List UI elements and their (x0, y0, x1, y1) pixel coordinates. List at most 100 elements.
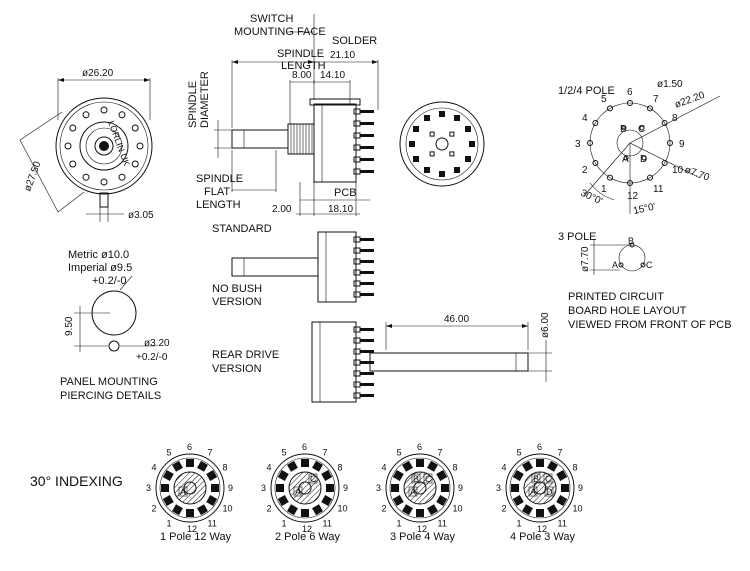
index-terminal (536, 459, 544, 467)
index-terminal (172, 504, 183, 516)
index-terminal (211, 484, 219, 492)
index-pin-number: 7 (438, 448, 443, 458)
index-pole-letter: B (413, 474, 419, 484)
rear-drive-view: 46.00 ø6.00 REAR DRIVE VERSION (212, 312, 552, 403)
index-pole-letter: C (545, 474, 552, 484)
index-caption: 2 Pole 6 Way (275, 531, 341, 543)
pcb-pin-number: 5 (601, 94, 607, 105)
index-pin-number: 10 (338, 504, 348, 514)
solder-tag (360, 339, 374, 342)
rear-terminal (469, 141, 475, 147)
label-pole124: 1/2/4 POLE (558, 85, 615, 97)
label-tol1: +0.2/-0 (92, 275, 127, 287)
rear-terminal (465, 156, 471, 162)
index-pin-number: 12 (302, 524, 312, 534)
solder-tag (360, 260, 374, 263)
index-pin-number: 1 (397, 519, 402, 529)
label-solder: SOLDER (332, 35, 377, 47)
front-terminal (69, 160, 77, 168)
index-pin-number: 3 (146, 483, 151, 493)
front-terminal (118, 111, 126, 119)
front-terminal (69, 124, 77, 132)
index-pin-number: 11 (558, 519, 567, 529)
rear-terminal (454, 115, 460, 121)
index-pole-letter: D (546, 487, 553, 497)
index-pin-number: 2 (502, 504, 507, 514)
label-standard: STANDARD (212, 223, 272, 235)
label-no-bush-2: VERSION (212, 296, 262, 308)
index-pole-letter: C (310, 474, 317, 484)
dim-14-10: 14.10 (320, 70, 345, 81)
index-pin-number: 4 (382, 463, 387, 473)
index-terminal (512, 470, 524, 481)
index-terminal (312, 460, 323, 472)
index-pin-number: 8 (223, 463, 228, 473)
index-pin-number: 6 (187, 442, 192, 452)
rear-terminal (439, 171, 445, 177)
index-terminal (172, 460, 183, 472)
rear-terminals (409, 111, 475, 177)
label-printed-2: BOARD HOLE LAYOUT (568, 305, 687, 317)
index-caption: 4 Pole 3 Way (510, 531, 576, 543)
index-terminal (301, 509, 309, 517)
front-outer-circle (55, 97, 153, 195)
front-terminal (118, 173, 126, 181)
dim-9-50: 9.50 (64, 316, 75, 336)
side-view-standard: SWITCH MOUNTING FACE SPINDLE LENGTH SOLD… (187, 13, 379, 235)
index-terminal (197, 460, 208, 472)
index-pin-number: 12 (417, 524, 427, 534)
index-pin-number: 11 (323, 519, 332, 529)
label-imperial: Imperial ø9.5 (68, 262, 132, 274)
pcb-hole (667, 140, 673, 146)
rear-center (435, 137, 449, 151)
index-terminal (436, 470, 448, 481)
index-pin-number: 6 (302, 442, 307, 452)
solder-tag (360, 383, 374, 386)
panel-locating-hole (108, 340, 120, 352)
solder-tag (360, 293, 374, 296)
index-pole-letter: A (180, 487, 186, 497)
solder-tag (360, 158, 374, 161)
pcb-pin-number: 11 (653, 184, 664, 195)
pcb-pin-number: 6 (627, 87, 633, 98)
pcb3-letter-c: C (646, 260, 653, 270)
index-pole-letter: A (295, 487, 301, 497)
front-locating-tab (99, 192, 109, 208)
index-pin-number: 5 (282, 448, 287, 458)
solder-tag (360, 282, 374, 285)
index-pin-number: 11 (208, 519, 217, 529)
index-terminal (436, 495, 448, 506)
label-panel-2: PIERCING DETAILS (60, 390, 161, 402)
index-terminal (392, 495, 404, 506)
index-terminal (321, 495, 333, 506)
pcb-hole (592, 160, 599, 166)
index-terminal (206, 470, 218, 481)
front-view: LORLIN UK ø26.20 ø27.50 ø3.05 (19, 68, 154, 222)
index-pin-number: 10 (453, 504, 463, 514)
index-terminal (162, 495, 174, 506)
pcb-pin-number: 9 (679, 139, 685, 150)
index-pin-number: 9 (228, 483, 233, 493)
index-caption: 3 Pole 4 Way (390, 531, 456, 543)
rear-drive-terminals (353, 326, 374, 399)
label-pcb: PCB (334, 187, 357, 199)
rear-terminal (424, 115, 430, 121)
index-terminal (162, 470, 174, 481)
front-terminal (100, 106, 108, 114)
label-mounting-face: MOUNTING FACE (234, 26, 326, 38)
index-pole-letter: A (530, 487, 536, 497)
label-spindle-v: SPINDLE (187, 81, 199, 128)
label-panel-1: PANEL MOUNTING (60, 376, 158, 388)
dim-d3-20: ø3.20 (144, 338, 170, 349)
index-pin-number: 9 (458, 483, 463, 493)
pcb-hole (647, 174, 653, 181)
pcb-hole (661, 120, 668, 126)
front-terminal (82, 111, 90, 119)
index-pin-number: 2 (382, 504, 387, 514)
front-terminal (82, 173, 90, 181)
no-bush-terminals (353, 236, 374, 298)
index-pin-number: 12 (187, 524, 197, 534)
index-pin-number: 3 (496, 483, 501, 493)
